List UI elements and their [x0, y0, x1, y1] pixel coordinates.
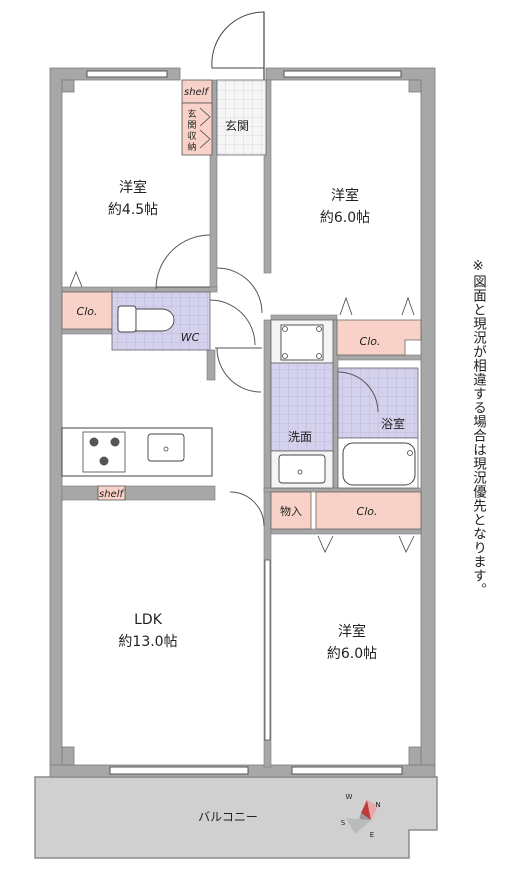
bedroom-ne: 洋室 約6.0帖 — [320, 187, 415, 316]
bedroom-ne-size: 約6.0帖 — [320, 210, 370, 226]
bedroom-nw-name: 洋室 — [119, 179, 147, 196]
entrance-storage-char-4: 納 — [187, 141, 196, 153]
windows — [86, 70, 403, 775]
balcony-label: バルコニー — [198, 810, 258, 824]
interior-walls — [61, 79, 422, 768]
closet-nw-label: Clo. — [77, 305, 98, 318]
entrance-storage-char-2: 関 — [187, 120, 196, 131]
bedroom-se-name: 洋室 — [338, 623, 366, 640]
entrance-label: 玄関 — [225, 118, 249, 133]
wc-label: WC — [181, 331, 200, 344]
kitchen-shelf: shelf — [97, 485, 126, 501]
kitchen-counter — [61, 427, 213, 477]
closet-se: Clo. — [315, 491, 422, 553]
hallway-doors — [215, 267, 263, 393]
ldk-name: LDK — [134, 612, 163, 628]
washroom-label: 洗面 — [288, 430, 312, 444]
disclaimer-note: ※図面と現況が相違する場合は現況優先となります。 — [470, 258, 486, 597]
compass-e: E — [370, 831, 374, 839]
entrance-shelf: shelf — [181, 79, 213, 104]
closet-nw: Clo. — [61, 270, 113, 330]
closet-ne: Clo. — [336, 319, 422, 356]
compass-s: S — [341, 819, 346, 827]
closet-se-label: Clo. — [357, 505, 378, 518]
bedroom-nw: 洋室 約4.5帖 — [108, 179, 211, 290]
balcony: バルコニー — [34, 776, 438, 859]
entrance-shelf-label: shelf — [184, 87, 209, 98]
bedroom-nw-size: 約4.5帖 — [108, 202, 158, 218]
wc: WC — [111, 291, 256, 351]
kitchen-shelf-label: shelf — [99, 489, 124, 500]
compass-w: W — [346, 793, 353, 801]
bedroom-ne-name: 洋室 — [331, 187, 359, 204]
entrance-storage-char-3: 収 — [187, 130, 196, 142]
bathroom-label: 浴室 — [381, 416, 405, 431]
compass-n: N — [375, 801, 380, 809]
entrance-storage: 玄 関 収 納 — [181, 102, 213, 156]
entrance: 玄関 — [216, 79, 267, 156]
storeroom: 物入 — [270, 491, 312, 530]
bathroom: 浴室 — [337, 367, 419, 489]
bedroom-se-size: 約6.0帖 — [327, 646, 377, 662]
front-door — [211, 11, 265, 80]
entrance-storage-char-1: 玄 — [187, 108, 196, 120]
closet-ne-label: Clo. — [360, 335, 381, 348]
storeroom-label: 物入 — [280, 504, 302, 518]
bedroom-se: 洋室 約6.0帖 — [264, 559, 377, 741]
ldk-size: 約13.0帖 — [118, 634, 177, 650]
ldk: LDK 約13.0帖 — [118, 491, 265, 650]
compass: N W S E — [341, 793, 381, 839]
washroom: 洗面 — [270, 319, 334, 489]
